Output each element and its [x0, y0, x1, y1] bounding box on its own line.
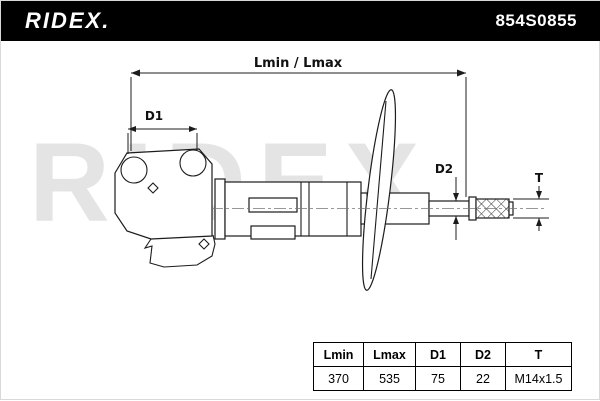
arrow-left-icon [131, 69, 140, 77]
length-dimension-label: Lmin / Lmax [254, 56, 343, 71]
bracket-lower-tab [143, 234, 216, 268]
dimension-d1: D1 [127, 109, 198, 154]
bracket-hole-right [179, 149, 207, 177]
bracket-hole-left [120, 156, 148, 184]
spec-table-header-row: Lmin Lmax D1 D2 T [313, 342, 572, 367]
bracket-mark-lower [198, 238, 210, 250]
knuckle-bracket [114, 148, 213, 240]
dimension-d2: D2 [435, 162, 459, 240]
spec-header-t: T [505, 342, 572, 367]
body-clamp-upper [248, 197, 298, 213]
dimension-length: Lmin / Lmax [130, 56, 467, 197]
spec-value-d2: 22 [460, 366, 506, 391]
spec-value-d1: 75 [415, 366, 461, 391]
bracket-mark-upper [147, 182, 159, 194]
brand-logo: RIDEX. [25, 8, 111, 33]
t-dimension-label: T [535, 171, 544, 185]
strut-body [114, 89, 546, 291]
dimension-t: T [513, 171, 549, 231]
spec-header-d1: D1 [415, 342, 461, 367]
spec-header-lmin: Lmin [313, 342, 364, 367]
body-flange [214, 178, 226, 240]
spec-value-lmin: 370 [313, 366, 364, 391]
spec-table: Lmin Lmax D1 D2 T 370 535 75 22 M14x1.5 [313, 342, 572, 391]
spec-header-lmax: Lmax [363, 342, 416, 367]
spec-table-value-row: 370 535 75 22 M14x1.5 [313, 366, 572, 391]
part-number: 854S0855 [495, 11, 577, 30]
spring-seat-edge [370, 100, 387, 280]
d2-dimension-label: D2 [435, 162, 453, 176]
d1-dimension-label: D1 [145, 109, 163, 123]
spec-value-t: M14x1.5 [505, 366, 572, 391]
spec-value-lmax: 535 [363, 366, 416, 391]
arrow-right-icon [457, 69, 466, 77]
body-clamp-lower [250, 225, 296, 240]
header-bar: RIDEX. 854S0855 [1, 1, 600, 41]
spec-header-d2: D2 [460, 342, 506, 367]
